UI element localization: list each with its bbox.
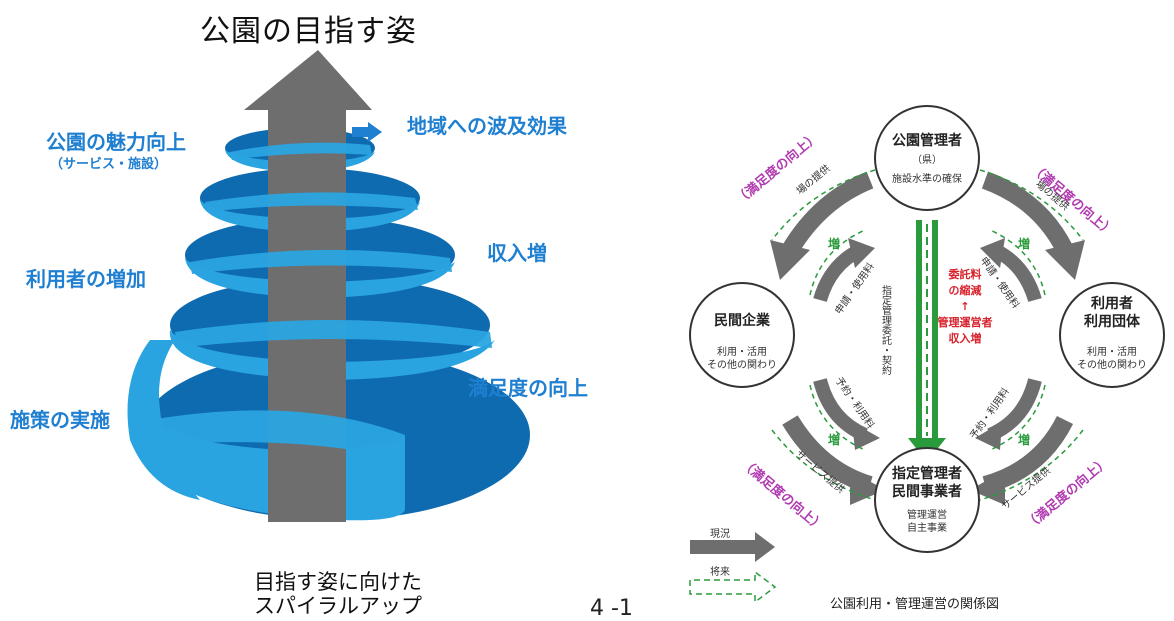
- node-users: 利用者 利用団体 利用・活用 その他の関わり: [1059, 282, 1165, 388]
- center-red-arrow: ↑: [960, 300, 969, 313]
- label-users-up: 利用者の増加: [26, 267, 146, 291]
- spiral-caption: 目指す姿に向けた スパイラルアップ: [238, 570, 438, 618]
- inner-arrow-lower-left: [813, 378, 880, 450]
- gray-arrow-bottom-right: [970, 415, 1074, 505]
- svg-text:施設水準の確保: 施設水準の確保: [892, 172, 962, 185]
- node-park-manager: 公園管理者 （県） 施設水準の確保: [874, 105, 980, 211]
- vertical-contract-text: 指定管理委託・契約: [880, 284, 892, 376]
- center-red-text-4: 収入増: [949, 331, 982, 345]
- relationship-diagram: 指定管理委託・契約 委託料 の縮減 ↑ 管理運営者 収入増: [689, 105, 1165, 612]
- inner-arrow-lower-right: [975, 378, 1042, 450]
- svg-text:公園管理者: 公園管理者: [892, 132, 962, 149]
- label-regional-effect: 地域への波及効果: [407, 114, 567, 138]
- spiral-title: 公園の目指す姿: [200, 14, 417, 49]
- svg-text:指定管理者: 指定管理者: [892, 465, 962, 482]
- caption-line-2: スパイラルアップ: [254, 594, 422, 618]
- inner-arrow-upper-left: [813, 238, 875, 303]
- caption-line-1: 目指す姿に向けた: [254, 570, 422, 594]
- legend-future: 将来: [689, 566, 777, 604]
- svg-text:利用・活用: 利用・活用: [1087, 346, 1137, 358]
- label-park-appeal: 公園の魅力向上: [46, 130, 186, 154]
- upward-arrow: [244, 50, 372, 522]
- svg-text:利用団体: 利用団体: [1084, 313, 1141, 330]
- satisfaction-label-top-left: （満足度の向上）: [732, 129, 822, 208]
- center-vertical-arrow: [908, 220, 946, 462]
- svg-text:現況: 現況: [710, 528, 730, 540]
- center-red-text-1: 委託料: [948, 267, 982, 281]
- svg-text:自主事業: 自主事業: [907, 521, 947, 534]
- svg-text:利用・活用: 利用・活用: [717, 346, 767, 358]
- increase-label-2: 増: [1018, 236, 1030, 251]
- svg-text:利用者: 利用者: [1091, 295, 1133, 312]
- gray-arrow-bottom-left: [782, 415, 885, 505]
- svg-text:その他の関わり: その他の関わり: [707, 358, 777, 371]
- legend-current: 現況: [690, 528, 775, 562]
- node-private-company: 民間企業 利用・活用 その他の関わり: [689, 282, 795, 388]
- svg-text:その他の関わり: その他の関わり: [1077, 358, 1147, 371]
- center-red-text-3: 管理運営者: [938, 315, 993, 329]
- center-red-text-2: の縮減: [949, 283, 982, 297]
- label-place-provision-left: 場の提供: [794, 162, 833, 198]
- inner-arrow-upper-right: [980, 238, 1042, 303]
- page-number: 4 -1: [590, 596, 633, 621]
- svg-text:民間企業: 民間企業: [714, 312, 771, 329]
- label-satisfaction-up: 満足度の向上: [468, 376, 588, 400]
- relation-caption: 公園利用・管理運営の関係図: [830, 597, 999, 612]
- label-income-up: 収入増: [487, 241, 547, 265]
- svg-text:（県）: （県）: [912, 154, 942, 166]
- increase-label-1: 増: [828, 236, 840, 251]
- svg-text:将来: 将来: [710, 566, 730, 578]
- node-designated-manager: 指定管理者 民間事業者 管理運営 自主事業: [874, 447, 980, 553]
- gray-arrow-top-left: [770, 171, 874, 280]
- gray-arrow-top-right: [981, 171, 1085, 280]
- spiral-ribbon-front: [150, 142, 492, 460]
- dashed-outlines: [771, 169, 1084, 501]
- svg-text:管理運営: 管理運営: [907, 508, 947, 521]
- label-measures: 施策の実施: [10, 408, 110, 432]
- label-park-appeal-sub: （サービス・施設）: [50, 157, 168, 172]
- ribbon-tip-arrow: [352, 122, 382, 142]
- svg-text:民間事業者: 民間事業者: [892, 483, 962, 500]
- increase-label-3: 増: [828, 432, 840, 447]
- spiral-diagram: [127, 50, 530, 522]
- increase-label-4: 増: [1018, 432, 1030, 447]
